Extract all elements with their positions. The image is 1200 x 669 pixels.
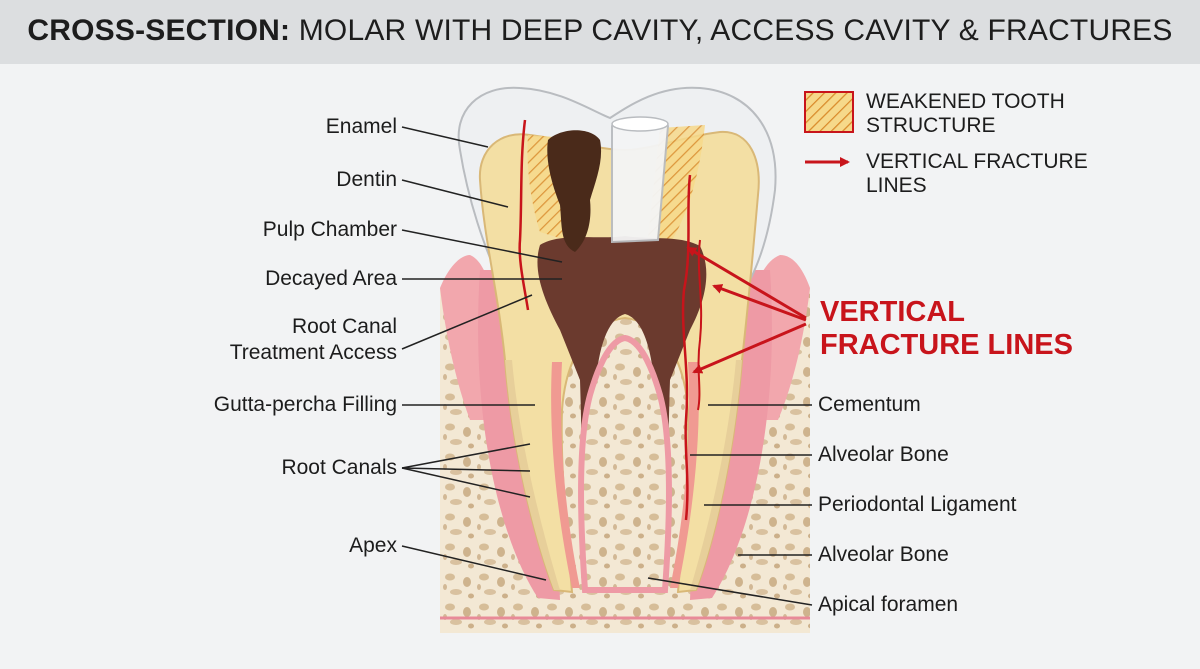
label-enamel: Enamel	[325, 115, 397, 138]
inter-root-bone	[578, 334, 672, 593]
legend-fracture-label: VERTICAL FRACTURE LINES	[866, 150, 1088, 197]
callout-arrow-1	[686, 246, 807, 320]
label-periodontal-ligament: Periodontal Ligament	[818, 493, 1017, 516]
gutta-percha-left	[551, 362, 580, 588]
right-leader-lines	[647, 404, 813, 606]
fracture-line-2	[681, 174, 692, 521]
label-apical-foramen: Apical foramen	[818, 593, 959, 616]
callout-arrow-3	[692, 322, 807, 374]
label-cementum: Cementum	[818, 393, 921, 416]
label-pulp-chamber: Pulp Chamber	[262, 218, 397, 241]
access-cavity-shape	[611, 118, 670, 244]
label-decayed-area: Decayed Area	[265, 267, 397, 290]
label-root-canal-access: Root Canal Treatment Access	[229, 315, 397, 364]
gutta-percha-right	[670, 362, 699, 588]
label-alveolar-bone-1: Alveolar Bone	[818, 443, 949, 466]
fracture-line-1	[518, 119, 530, 311]
legend-weakened-label: WEAKENED TOOTH STRUCTURE	[866, 90, 1065, 137]
label-apex: Apex	[349, 534, 397, 557]
access-cavity-top	[611, 116, 669, 132]
decay-shape	[547, 130, 602, 252]
callout-arrow-2	[712, 284, 807, 322]
label-root-canals: Root Canals	[281, 456, 397, 479]
left-leader-lines	[401, 126, 563, 581]
cementum-left	[505, 360, 560, 590]
fracture-line-3	[697, 239, 703, 411]
legend-weakened-swatch	[804, 91, 854, 133]
page-title: CROSS-SECTION: MOLAR WITH DEEP CAVITY, A…	[0, 14, 1200, 48]
title-rest: MOLAR WITH DEEP CAVITY, ACCESS CAVITY & …	[290, 14, 1173, 47]
cementum-right	[690, 360, 742, 590]
label-dentin: Dentin	[336, 168, 397, 191]
title-bold: CROSS-SECTION:	[27, 14, 291, 47]
label-gutta-percha: Gutta-percha Filling	[213, 393, 397, 416]
vertical-fracture-callout: VERTICAL FRACTURE LINES	[820, 296, 1073, 361]
title-bar	[0, 0, 1200, 64]
label-alveolar-bone-2: Alveolar Bone	[818, 543, 949, 566]
